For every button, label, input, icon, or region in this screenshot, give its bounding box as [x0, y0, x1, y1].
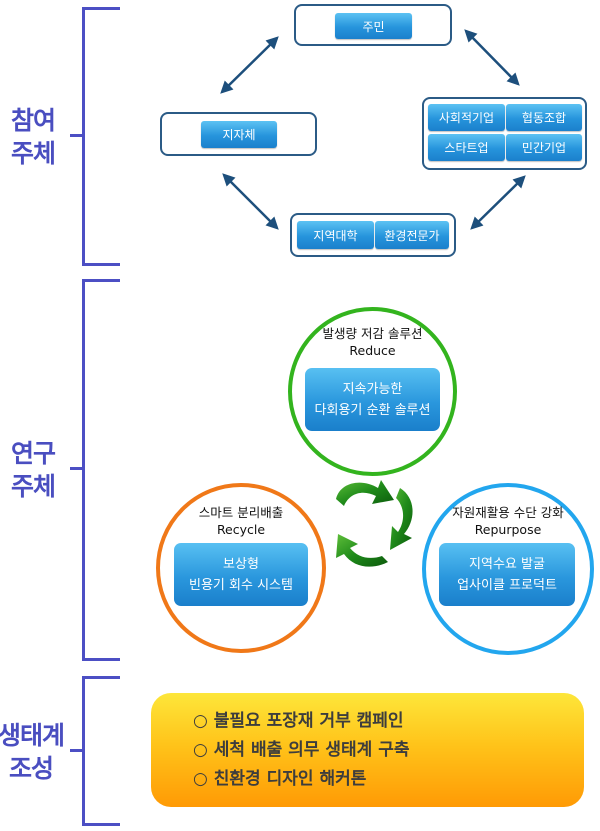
reduce-line: 다회용기 순환 솔루션	[314, 402, 431, 418]
bracket-bottom	[82, 658, 120, 661]
bullet-icon: ○	[193, 769, 208, 789]
bracket-top	[82, 279, 120, 282]
reduce-line: 지속가능한	[342, 381, 403, 397]
bracket-top	[82, 676, 120, 679]
bracket-line	[82, 279, 85, 661]
reduce-title-ko: 발생량 저감 솔루션	[322, 326, 423, 341]
recycle-line: 빈용기 회수 시스템	[189, 577, 293, 593]
bracket-bottom	[82, 823, 120, 826]
label-line: 주체	[10, 139, 56, 168]
academia-pill: 환경전문가	[375, 221, 449, 249]
local-gov-frame: 지자체	[160, 112, 317, 156]
bracket-line	[82, 676, 85, 826]
ecosystem-item-text: 불필요 포장재 거부 캠페인	[213, 711, 404, 731]
recycle-title-en: Recycle	[216, 522, 266, 537]
arrow-localgov-academia	[222, 173, 279, 230]
repurpose-title: 자원재활용 수단 강화 Repurpose	[426, 504, 590, 538]
section-label-ecosystem: 생태계 조성	[0, 719, 65, 785]
label-line: 조성	[8, 754, 54, 783]
recycle-title: 스마트 분리배출 Recycle	[160, 504, 322, 538]
connector-arrows	[220, 29, 526, 230]
repurpose-title-en: Repurpose	[474, 522, 542, 537]
academia-frame: 지역대학 환경전문가	[290, 213, 456, 257]
reduce-solution-box: 지속가능한 다회용기 순환 솔루션	[305, 368, 440, 431]
residents-frame: 주민	[294, 4, 452, 46]
enterprise-pill: 사회적기업	[428, 104, 505, 131]
label-line: 연구	[10, 439, 56, 468]
repurpose-circle: 자원재활용 수단 강화 Repurpose 지역수요 발굴 업사이클 프로덕트	[422, 483, 594, 655]
ecosystem-item-text: 친환경 디자인 해커톤	[213, 769, 367, 789]
bracket-tick	[70, 749, 83, 752]
recycle-circle: 스마트 분리배출 Recycle 보상형 빈용기 회수 시스템	[156, 483, 326, 653]
recycle-line: 보상형	[223, 556, 259, 572]
reduce-title-en: Reduce	[349, 343, 396, 358]
arrow-residents-enterprises	[464, 29, 520, 86]
enterprise-pill: 스타트업	[428, 134, 505, 161]
residents-pill: 주민	[335, 13, 412, 39]
repurpose-line: 지역수요 발굴	[469, 556, 545, 572]
recycle-solution-box: 보상형 빈용기 회수 시스템	[174, 543, 308, 606]
label-line: 생태계	[0, 721, 65, 750]
repurpose-title-ko: 자원재활용 수단 강화	[452, 505, 564, 520]
arrow-enterprises-academia	[470, 175, 526, 230]
bracket-tick	[70, 134, 83, 137]
enterprises-frame: 사회적기업 협동조합 스타트업 민간기업	[422, 97, 587, 170]
ecosystem-item-text: 세척 배출 의무 생태계 구축	[213, 740, 410, 760]
local-gov-pill: 지자체	[201, 121, 277, 148]
enterprise-pill: 민간기업	[506, 134, 582, 161]
reduce-circle: 발생량 저감 솔루션 Reduce 지속가능한 다회용기 순환 솔루션	[288, 307, 457, 476]
bracket-line	[82, 7, 85, 266]
ecosystem-item: ○ 세척 배출 의무 생태계 구축	[193, 736, 409, 765]
bullet-icon: ○	[193, 740, 208, 760]
repurpose-solution-box: 지역수요 발굴 업사이클 프로덕트	[439, 543, 575, 606]
bracket-bottom	[82, 263, 120, 266]
ecosystem-list: ○ 불필요 포장재 거부 캠페인 ○ 세척 배출 의무 생태계 구축 ○ 친환경…	[193, 707, 409, 794]
bracket-top	[82, 7, 120, 10]
label-line: 주체	[10, 472, 56, 501]
ecosystem-item: ○ 친환경 디자인 해커톤	[193, 765, 409, 794]
recycle-arrows-icon	[336, 480, 413, 567]
ecosystem-box: ○ 불필요 포장재 거부 캠페인 ○ 세척 배출 의무 생태계 구축 ○ 친환경…	[151, 693, 584, 807]
bullet-icon: ○	[193, 711, 208, 731]
repurpose-line: 업사이클 프로덕트	[457, 577, 557, 593]
arrow-residents-localgov	[220, 36, 279, 94]
section-label-research: 연구 주체	[8, 437, 58, 503]
academia-pill: 지역대학	[297, 221, 374, 249]
reduce-title: 발생량 저감 솔루션 Reduce	[292, 325, 453, 359]
ecosystem-item: ○ 불필요 포장재 거부 캠페인	[193, 707, 409, 736]
recycle-title-ko: 스마트 분리배출	[198, 505, 284, 520]
bracket-tick	[70, 467, 83, 470]
label-line: 참여	[10, 106, 56, 135]
section-label-participants: 참여 주체	[8, 104, 58, 170]
enterprise-pill: 협동조합	[506, 104, 582, 131]
